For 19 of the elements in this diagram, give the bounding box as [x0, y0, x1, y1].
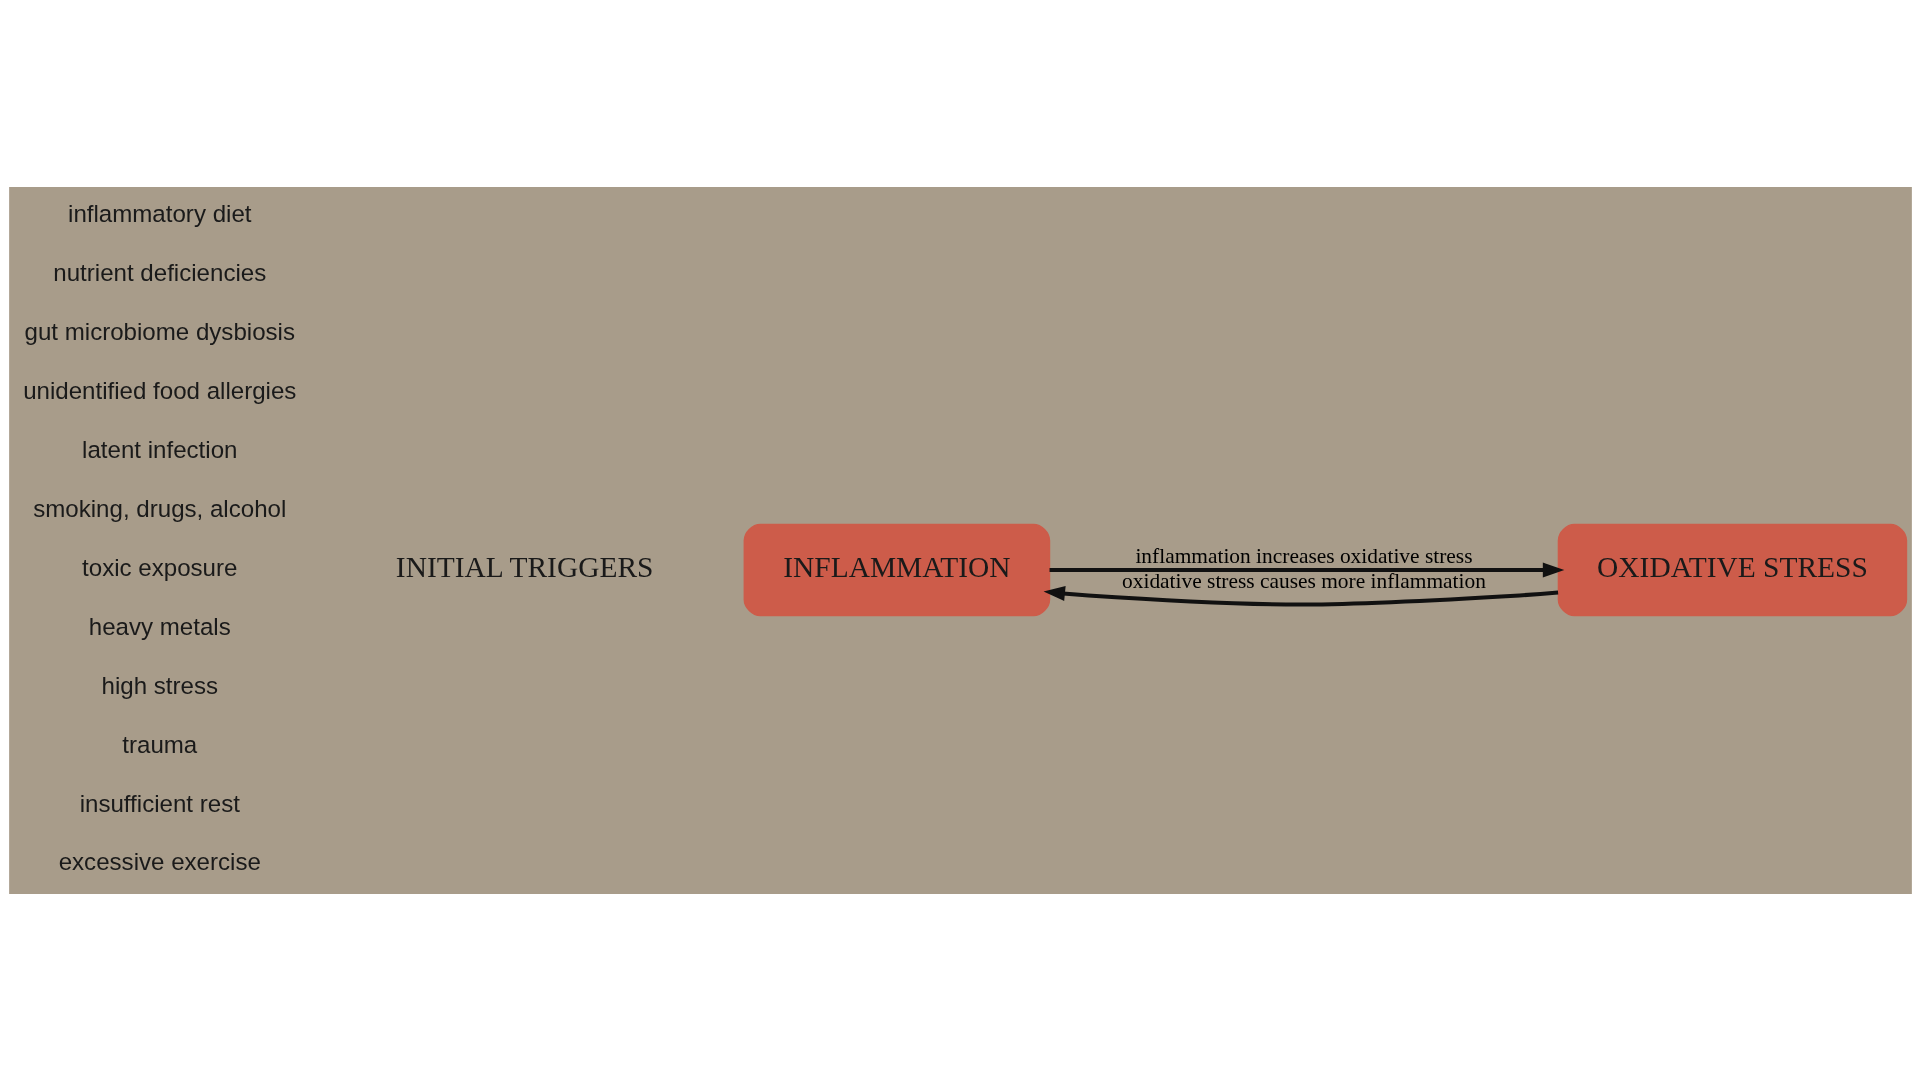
label: excessive exercise: [58, 847, 261, 875]
arrow: [1049, 561, 1564, 577]
label: high stress: [101, 671, 218, 699]
label: inflammatory diet: [67, 199, 251, 227]
label: gut microbiome dysbiosis: [24, 317, 295, 345]
edge-label: oxidative stress causes more inflammation: [1121, 568, 1486, 593]
label: latent infection: [81, 435, 237, 463]
node-box: OXIDATIVE STRESS: [1557, 523, 1907, 616]
label: trauma: [121, 730, 197, 758]
label: smoking, drugs, alcohol: [32, 494, 286, 522]
edge-label: inflammation increases oxidative stress: [1134, 543, 1472, 568]
label: unidentified food allergies: [22, 376, 296, 404]
label: nutrient deficiencies: [52, 258, 266, 286]
node-box: INFLAMMATION: [743, 523, 1050, 616]
label: INITIAL TRIGGERS: [395, 550, 653, 583]
arrow: [1043, 585, 1558, 606]
label: toxic exposure: [81, 553, 237, 581]
label: heavy metals: [88, 612, 231, 640]
label: insufficient rest: [79, 789, 240, 817]
